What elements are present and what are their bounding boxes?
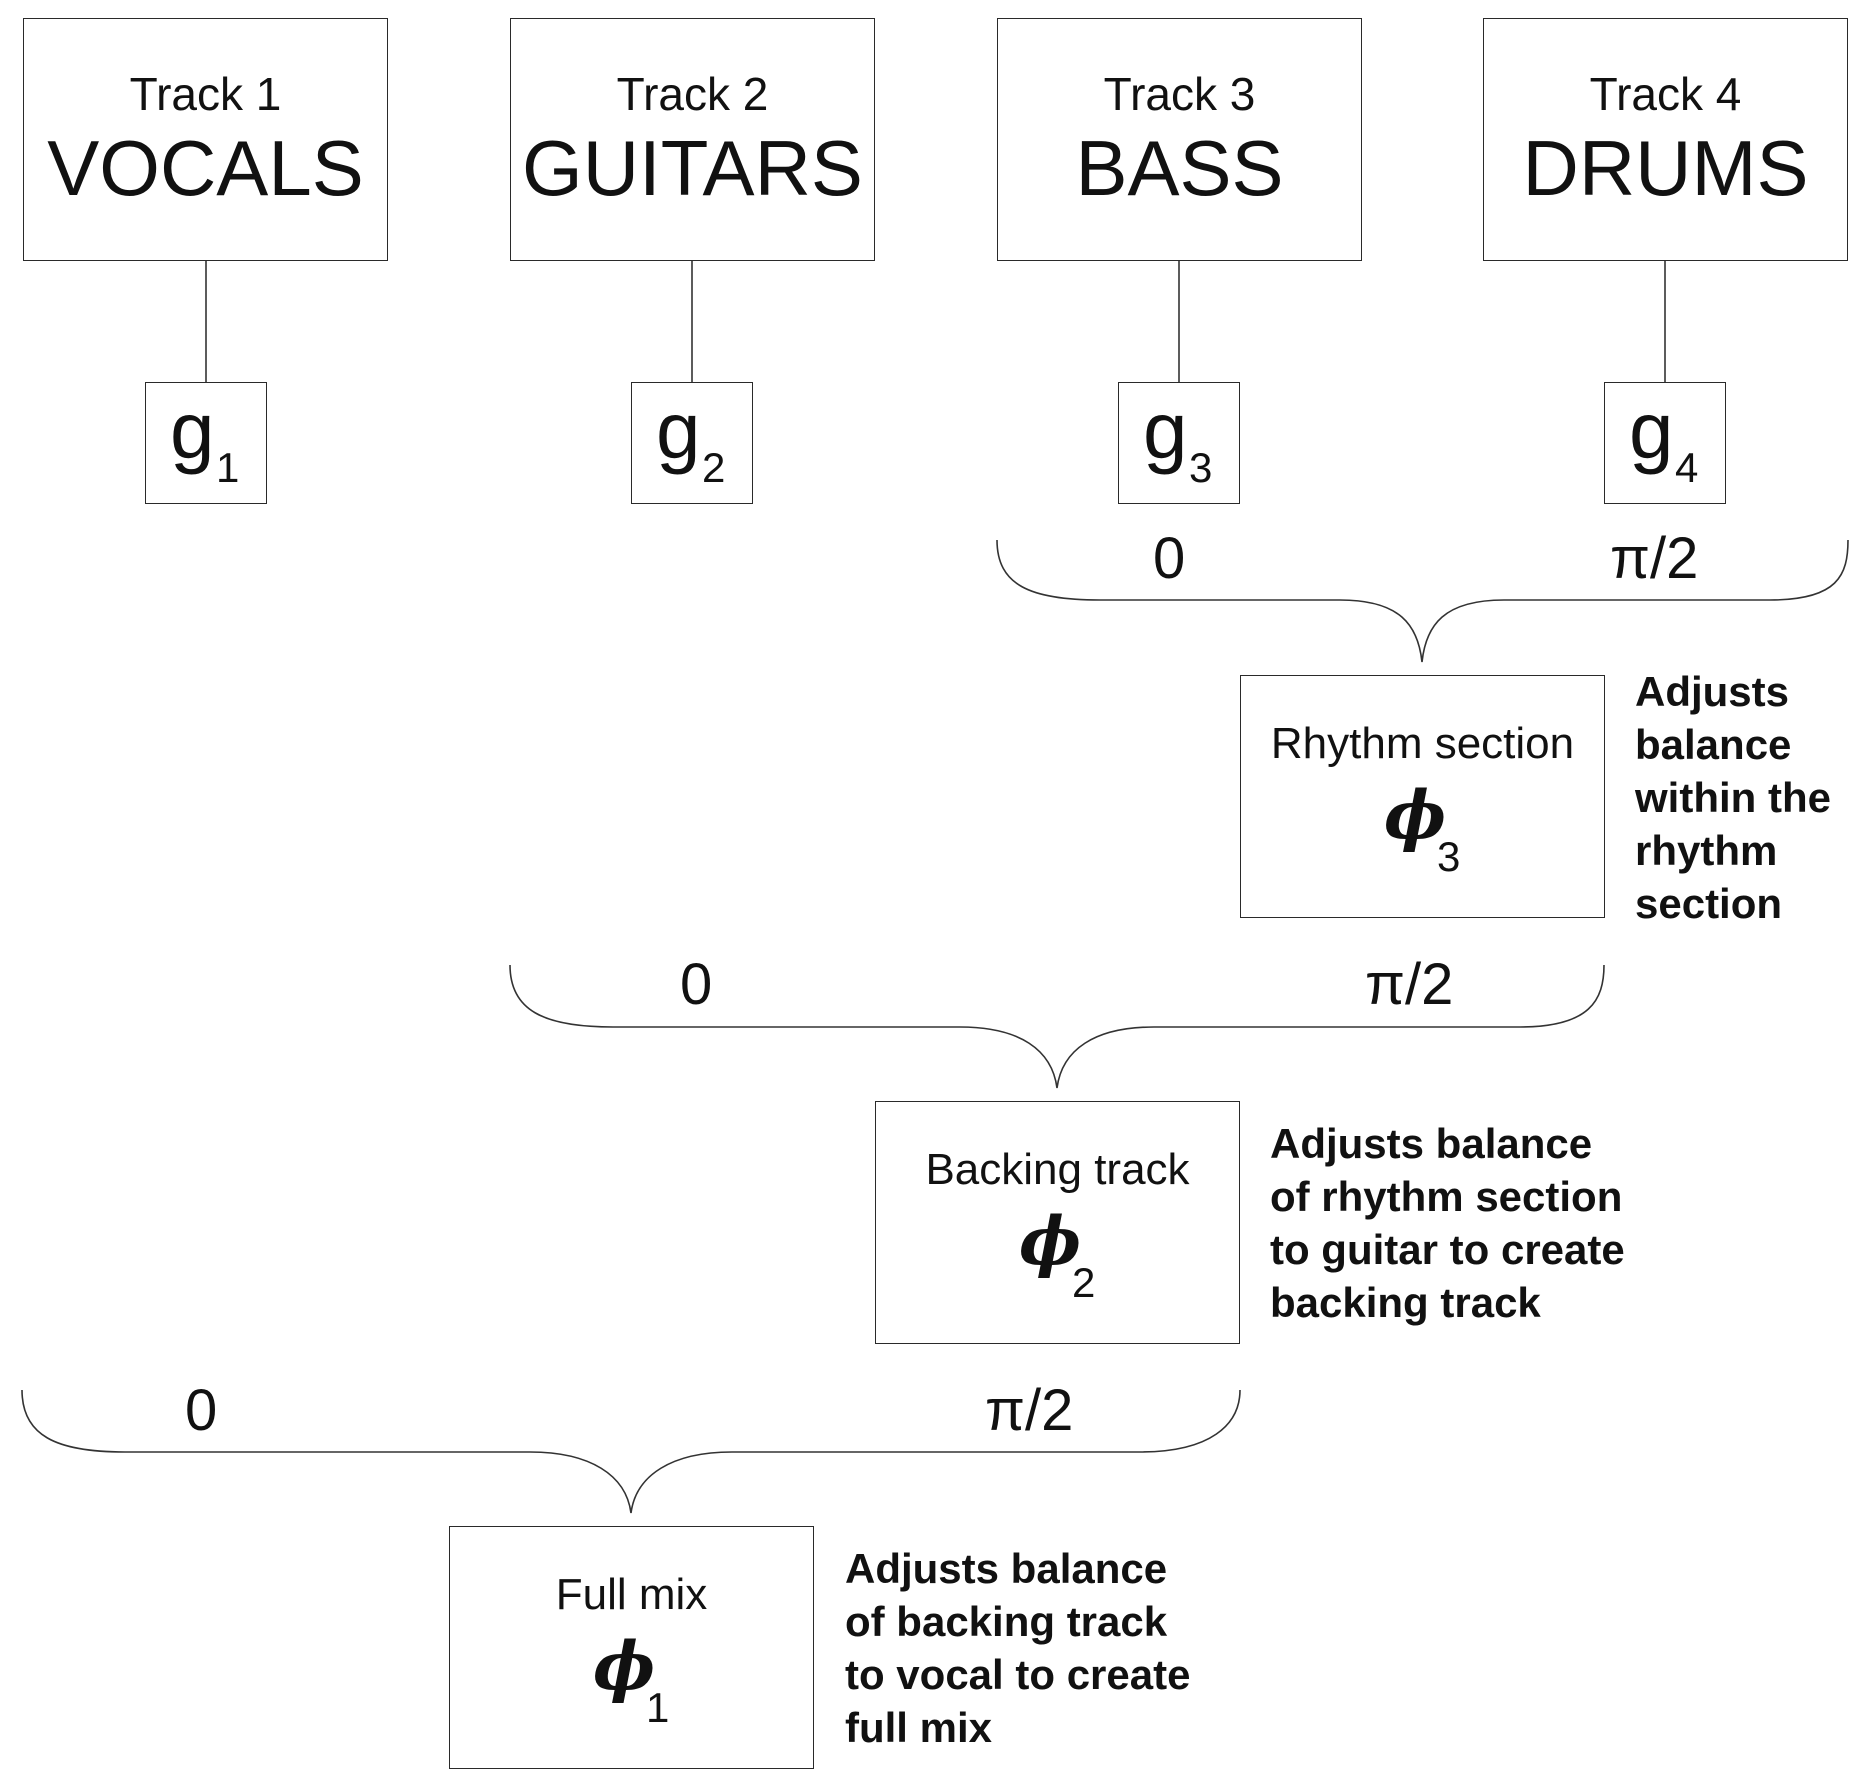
stage-box-rhythm-section: Rhythm section ϕ 3 <box>1240 675 1605 918</box>
gain-subscript: 2 <box>702 444 726 491</box>
phi-symbol: ϕ <box>1019 1202 1082 1280</box>
gain-symbol: g <box>170 386 215 475</box>
phi-subscript: 2 <box>1072 1259 1096 1306</box>
stage-name: Rhythm section <box>1270 719 1575 768</box>
gain-symbol: g <box>656 386 701 475</box>
phi-symbol: ϕ <box>593 1627 656 1705</box>
phi-subscript: 3 <box>1437 833 1461 880</box>
backing-left-value: 0 <box>680 952 713 1017</box>
gain-box-2: g 2 <box>631 382 753 504</box>
gain-box-3: g 3 <box>1118 382 1240 504</box>
full-left-value: 0 <box>185 1378 218 1443</box>
track-number-label: Track 2 <box>616 68 769 120</box>
backing-right-value: π/2 <box>1365 952 1454 1017</box>
gain-subscript: 4 <box>1675 444 1699 491</box>
full-mix-note: Adjusts balance of backing track to voca… <box>845 1545 1191 1751</box>
gain-symbol: g <box>1629 386 1674 475</box>
gain-subscript: 3 <box>1189 444 1213 491</box>
stage-box-backing-track: Backing track ϕ 2 <box>875 1101 1240 1344</box>
track-number-label: Track 1 <box>129 68 282 120</box>
gain-box-4: g 4 <box>1604 382 1726 504</box>
track-number-label: Track 4 <box>1589 68 1742 120</box>
gain-box-1: g 1 <box>145 382 267 504</box>
phi-symbol: ϕ <box>1384 776 1447 854</box>
gain-subscript: 1 <box>216 444 240 491</box>
rhythm-right-value: π/2 <box>1610 526 1699 591</box>
track-box-guitars: Track 2 GUITARS <box>510 18 875 261</box>
rhythm-left-value: 0 <box>1153 526 1186 591</box>
brace-rhythm <box>996 539 1849 663</box>
full-right-value: π/2 <box>985 1378 1074 1443</box>
track-number-label: Track 3 <box>1103 68 1256 120</box>
track-box-drums: Track 4 DRUMS <box>1483 18 1848 261</box>
track-name: BASS <box>1075 124 1284 212</box>
track-box-bass: Track 3 BASS <box>997 18 1362 261</box>
phi-subscript: 1 <box>646 1684 670 1731</box>
backing-track-note: Adjusts balance of rhythm section to gui… <box>1270 1120 1625 1326</box>
stage-name: Backing track <box>925 1145 1190 1194</box>
rhythm-section-note: Adjusts balance within the rhythm sectio… <box>1635 668 1831 927</box>
track-box-vocals: Track 1 VOCALS <box>23 18 388 261</box>
brace-backing <box>509 964 1605 1089</box>
stage-name: Full mix <box>555 1570 708 1619</box>
stage-box-full-mix: Full mix ϕ 1 <box>449 1526 814 1769</box>
brace-full <box>21 1389 1241 1514</box>
track-name: GUITARS <box>522 124 863 212</box>
track-name: VOCALS <box>47 124 364 212</box>
gain-symbol: g <box>1143 386 1188 475</box>
track-name: DRUMS <box>1522 124 1809 212</box>
